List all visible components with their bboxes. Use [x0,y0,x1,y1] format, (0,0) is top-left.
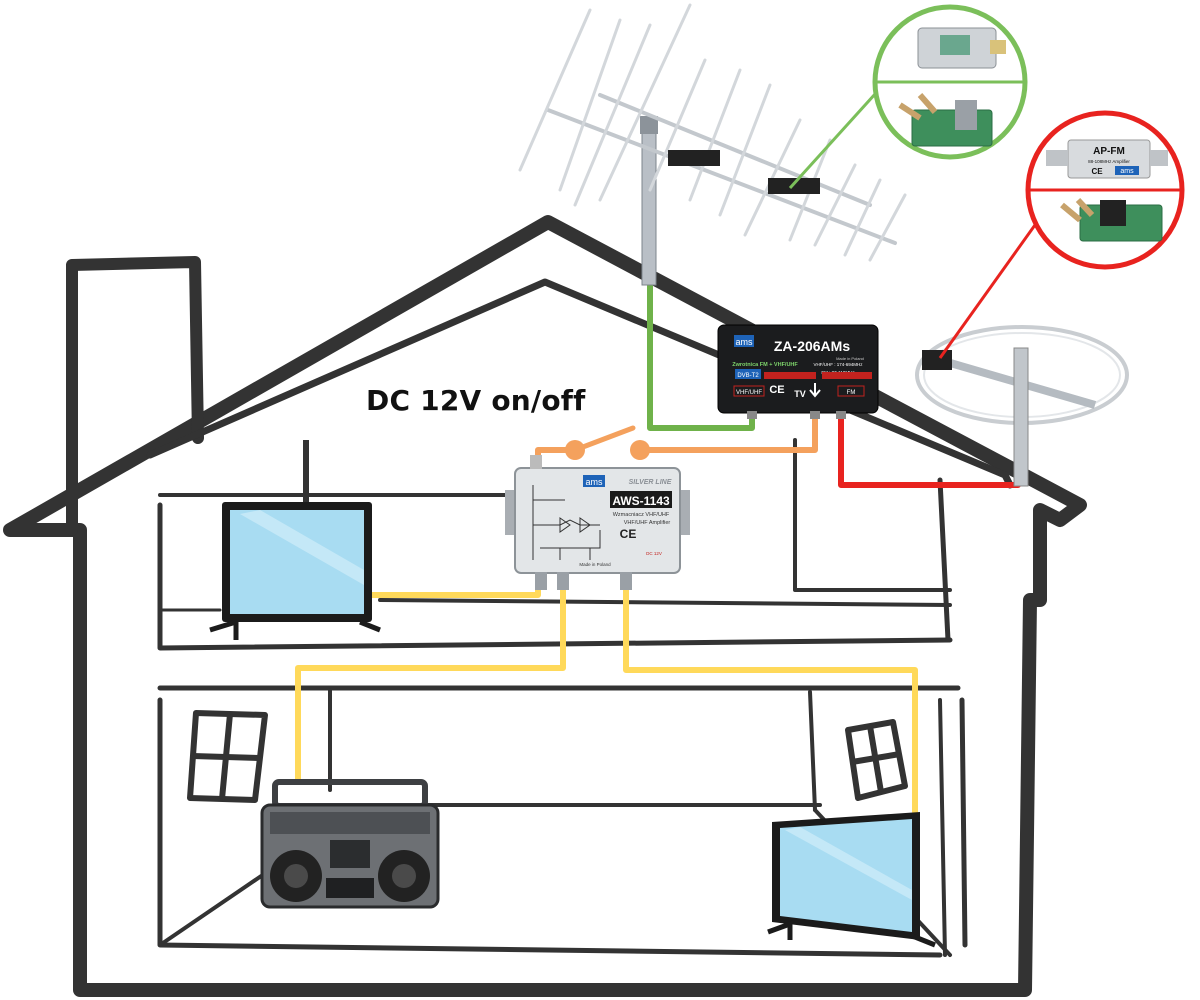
amp-circuit-diagram [532,485,601,560]
fm-amp-ce: CE [1091,167,1103,176]
splitter-dvb: DVB-T2 [737,373,759,379]
amp-power: DC 12V [646,551,662,556]
fm-amp-model: AP-FM [1093,146,1125,157]
cable-yellow-tv-ground [623,587,918,815]
splitter-vhf-range: VHF/UHF : 174-694MHz [813,362,863,367]
cable-yellow-tv-attic [369,585,541,598]
splitter-port-fm: FM [847,390,856,396]
amp-desc2: VHF/UHF Amplifier [624,520,671,526]
amp-series: SILVER LINE [629,479,672,486]
dc-switch [565,425,650,460]
switch-contact [565,440,585,460]
fm-amp-brand: ams [1120,168,1134,175]
cable-red [838,407,1021,488]
dc-switch-label: DC 12V on/off [366,384,586,417]
yagi-antenna-icon [518,3,907,286]
splitter-port-tv: TV [794,389,806,399]
cable-orange [535,407,818,471]
pcb-icon [898,93,993,147]
splitter-ce: CE [769,384,784,396]
splitter-made: Made in Poland [836,356,864,361]
window-icon [845,719,908,801]
green-callout [788,4,1028,190]
boombox-icon [260,779,440,909]
fm-amp-subtitle: 88-108MHz Amplifier [1088,159,1130,164]
splitter-model: ZA-206AMs [774,338,850,354]
window-icon [187,710,268,803]
tv-icon [209,440,381,640]
fm-ring-antenna-icon [915,325,1129,487]
house-outline [3,215,1087,997]
switch-contact [630,440,650,460]
balun-icon [917,27,1006,69]
splitter-desc: Zwrotnica FM + VHF/UHF [732,362,798,368]
tv-icon [767,812,936,948]
amp-ce: CE [620,527,637,541]
amp-desc1: Wzmacniacz VHF/UHF [613,512,670,518]
amp-made: Made in Poland [579,562,611,567]
amplifier-device: ams SILVER LINE AWS-1143 Wzmacniacz VHF/… [505,455,690,590]
splitter-port-vhf-uhf: VHF/UHF [736,390,762,396]
cable-yellow-boombox [295,587,566,783]
fm-amplifier-icon: AP-FM 88-108MHz Amplifier CE ams [1046,139,1168,179]
splitter-brand: ams [735,337,753,347]
splitter-device: ams ZA-206AMs Made in Poland Zwrotnica F… [717,324,879,419]
amp-model: AWS-1143 [612,494,670,508]
red-callout: AP-FM 88-108MHz Amplifier CE ams [938,110,1185,359]
pcb-icon [1060,197,1163,242]
amp-brand: ams [585,477,603,487]
